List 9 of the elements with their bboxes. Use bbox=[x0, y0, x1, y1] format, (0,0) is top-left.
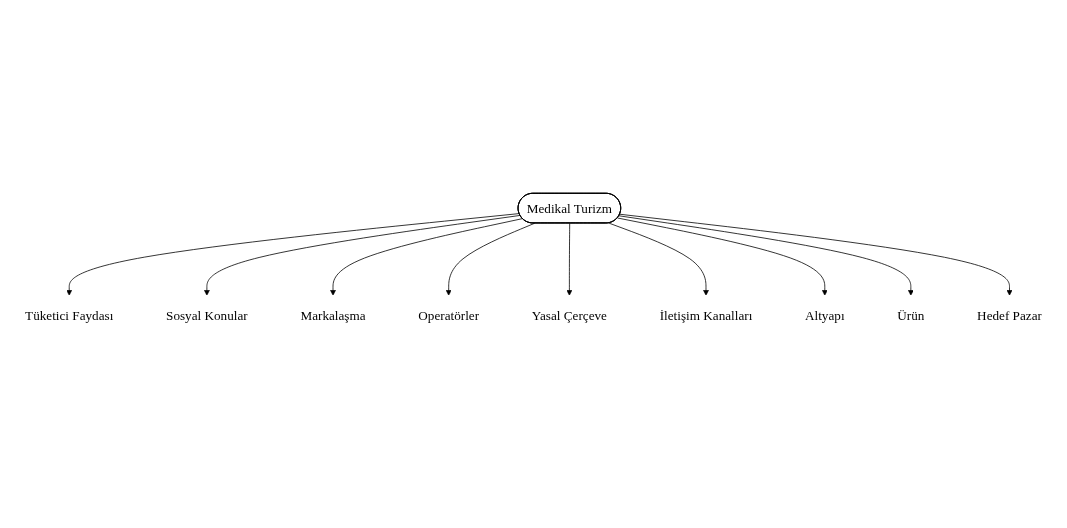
node-text: Ürün bbox=[897, 307, 925, 323]
node-text: Altyapı bbox=[805, 307, 845, 323]
node-text: Markalaşma bbox=[300, 307, 366, 323]
node-text: Hedef Pazar bbox=[977, 307, 1042, 323]
node-text: İletişim Kanalları bbox=[659, 307, 753, 323]
node-text: Sosyal Konular bbox=[166, 307, 248, 323]
node-text: Yasal Çerçeve bbox=[531, 307, 607, 323]
node-text: Tüketici Faydası bbox=[25, 307, 114, 323]
node-text: Operatörler bbox=[418, 307, 480, 323]
